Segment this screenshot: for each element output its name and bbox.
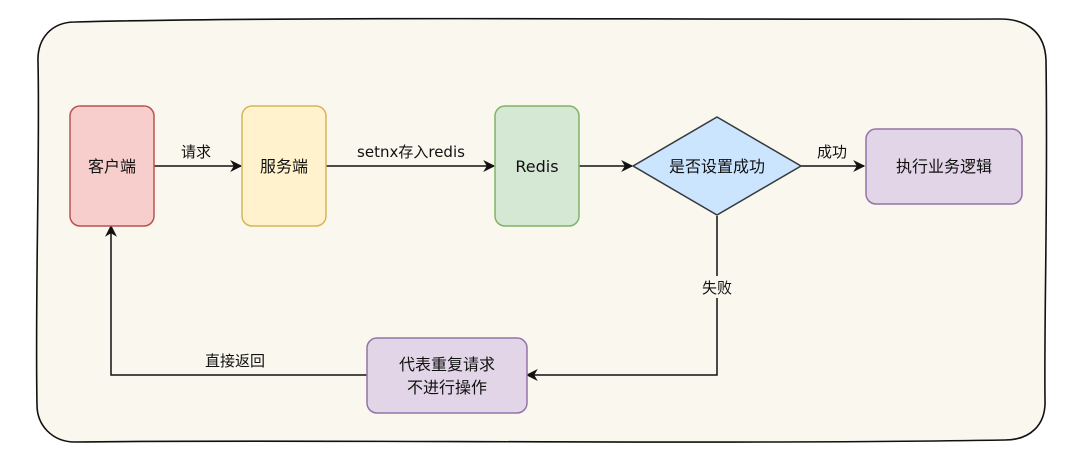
node-server-label: 服务端	[260, 157, 308, 176]
edge-label-request: 请求	[181, 143, 211, 161]
edge-decision-reject	[525, 216, 718, 381]
node-redis: Redis	[494, 105, 580, 227]
node-reject-label-line1: 代表重复请求	[399, 355, 495, 374]
node-business: 执行业务逻辑	[865, 128, 1023, 205]
node-server: 服务端	[241, 105, 327, 227]
node-client: 客户端	[69, 105, 155, 227]
node-redis-label: Redis	[515, 157, 558, 176]
edge-label-failure: 失败	[702, 279, 732, 297]
container-frame	[35, 17, 1048, 443]
edge-reject-client	[105, 224, 367, 376]
node-business-label: 执行业务逻辑	[896, 157, 992, 176]
edge-label-failure-bg	[693, 276, 741, 298]
edge-label-setnx: setnx存入redis	[357, 143, 465, 161]
edge-label-success: 成功	[817, 143, 847, 161]
node-decision: 是否设置成功	[631, 116, 803, 216]
edge-label-return: 直接返回	[205, 352, 265, 370]
node-reject-label-line2: 不进行操作	[407, 378, 487, 397]
node-client-label: 客户端	[88, 157, 136, 176]
node-decision-label: 是否设置成功	[669, 157, 765, 176]
node-reject: 代表重复请求 不进行操作	[366, 337, 528, 414]
